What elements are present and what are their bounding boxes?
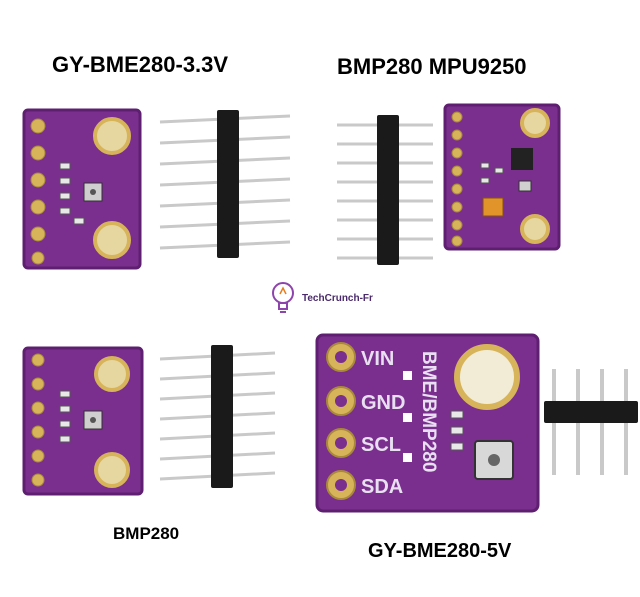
module-title-gy-bme280-3v3: GY-BME280-3.3V [52,52,229,77]
board-bmp280 [22,346,144,496]
module-title-gy-bme280-5v: GY-BME280-5V [368,540,512,562]
header-strip-br [544,369,638,475]
pin-label-sda: SDA [361,476,403,498]
pin-label-vin: VIN [361,348,394,370]
board-gy-bme280-5v: VIN GND SCL SDA BME/BMP280 [315,333,540,513]
module-title-bmp280: BMP280 [113,524,180,543]
module-title-bmp280-mpu9250: BMP280 MPU9250 [337,54,527,79]
header-strip-tl [159,110,291,258]
watermark: TechCrunch-Fr [270,278,373,318]
board-bmp280-mpu9250 [443,103,561,251]
header-strip-tr [337,115,433,265]
board-gy-bme280-3v3 [22,108,142,270]
pin-label-scl: SCL [361,434,401,456]
pin-label-gnd: GND [361,392,405,414]
lightbulb-icon [272,282,294,313]
header-strip-bl [159,345,276,488]
silkscreen-model: BME/BMP280 [418,351,439,472]
watermark-text: TechCrunch-Fr [302,292,373,304]
